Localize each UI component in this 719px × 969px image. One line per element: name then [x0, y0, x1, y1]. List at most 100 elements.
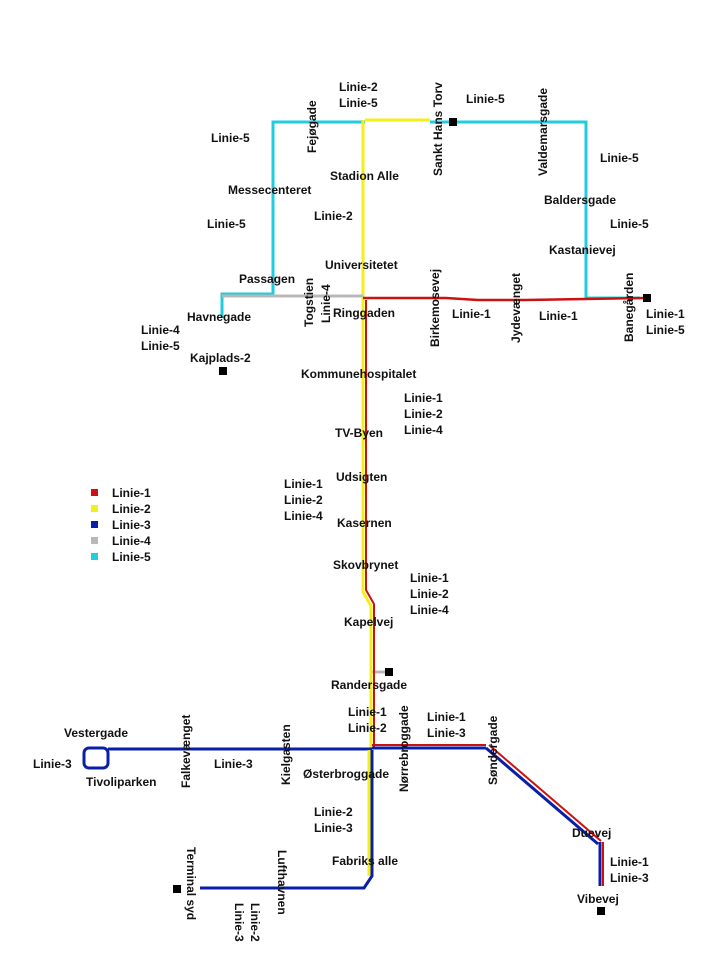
station-birkemosevej[interactable]: Birkemosevej — [428, 269, 442, 347]
station-skovbrynet[interactable]: Skovbrynet — [333, 558, 398, 572]
terminal-kajplads2[interactable] — [219, 367, 227, 375]
annotation-linie4: Linie-4 — [319, 284, 333, 323]
linie3-tivoli-loop — [82, 746, 110, 770]
annotation-linie1: Linie-1 — [452, 307, 491, 321]
line-annotations: Linie-2 Linie-5 Linie-5 Linie-5 Linie-5 … — [33, 80, 685, 942]
station-stadion-alle[interactable]: Stadion Alle — [330, 169, 399, 183]
station-osterbroggade[interactable]: Østerbroggade — [303, 767, 389, 781]
annotation-linie1: Linie-1 — [646, 307, 685, 321]
terminal-banegaarden[interactable] — [643, 294, 651, 302]
annotation-linie3: Linie-3 — [427, 726, 466, 740]
station-vestergade[interactable]: Vestergade — [64, 726, 128, 740]
annotation-linie1: Linie-1 — [410, 571, 449, 585]
terminal-sankt-hans-torv[interactable] — [449, 118, 457, 126]
annotation-linie5: Linie-5 — [207, 217, 246, 231]
station-sankt-hans-torv[interactable]: Sankt Hans Torv — [431, 82, 445, 176]
station-kielgasten[interactable]: Kielgasten — [279, 724, 293, 785]
legend-swatch-linie1 — [91, 489, 98, 496]
annotation-linie1: Linie-1 — [404, 391, 443, 405]
station-tv-byen[interactable]: TV-Byen — [335, 426, 383, 440]
annotation-linie3: Linie-3 — [610, 871, 649, 885]
station-fabriks-alle[interactable]: Fabriks alle — [332, 854, 398, 868]
linie1-track-diagonal — [488, 744, 602, 842]
station-norrebroggade[interactable]: Nørrebroggade — [397, 705, 411, 792]
annotation-linie1: Linie-1 — [610, 855, 649, 869]
station-ringgaden[interactable]: Ringgaden — [333, 306, 395, 320]
annotation-linie1: Linie-1 — [284, 477, 323, 491]
station-jydevaenget[interactable]: Jydevænget — [509, 273, 523, 343]
station-terminal-syd[interactable]: Terminal syd — [184, 847, 198, 920]
annotation-linie2: Linie-2 — [404, 407, 443, 421]
station-kasernen[interactable]: Kasernen — [337, 516, 392, 530]
annotation-linie4: Linie-4 — [404, 423, 443, 437]
station-udsigten[interactable]: Udsigten — [336, 470, 387, 484]
annotation-linie5: Linie-5 — [646, 323, 685, 337]
station-valdemarsgade[interactable]: Valdemarsgade — [536, 88, 550, 176]
station-messecenteret[interactable]: Messecenteret — [228, 183, 311, 197]
terminal-vibevej[interactable] — [597, 907, 605, 915]
annotation-linie3: Linie-3 — [214, 757, 253, 771]
linie5-track-east — [430, 120, 640, 300]
linie5-track-west — [220, 120, 365, 318]
station-lufthavnen[interactable]: Lufthavnen — [275, 850, 289, 915]
station-sondergade[interactable]: Søndergade — [486, 715, 500, 785]
annotation-linie5: Linie-5 — [610, 217, 649, 231]
station-fejogade[interactable]: Fejøgade — [305, 100, 319, 153]
annotation-linie3: Linie-3 — [314, 821, 353, 835]
annotation-linie1: Linie-1 — [348, 705, 387, 719]
station-labels: Stadion Alle Messecenteret Baldersgade K… — [64, 169, 619, 906]
linie2-trunk — [361, 300, 373, 748]
annotation-linie2: Linie-2 — [348, 721, 387, 735]
station-kommunehospitalet[interactable]: Kommunehospitalet — [301, 367, 416, 381]
annotation-linie5: Linie-5 — [339, 96, 378, 110]
station-baldersgade[interactable]: Baldersgade — [544, 193, 616, 207]
linie1-track-east — [363, 296, 647, 302]
station-tivoliparken[interactable]: Tivoliparken — [86, 775, 156, 789]
annotation-linie2: Linie-2 — [410, 587, 449, 601]
annotation-linie3: Linie-3 — [33, 757, 72, 771]
legend-swatch-linie2 — [91, 505, 98, 512]
station-randersgade[interactable]: Randersgade — [331, 678, 407, 692]
terminals — [173, 118, 651, 915]
annotation-linie2: Linie-2 — [314, 805, 353, 819]
annotation-linie5: Linie-5 — [600, 151, 639, 165]
annotation-linie4: Linie-4 — [410, 603, 449, 617]
linie3-track-diagonal — [485, 746, 599, 846]
annotation-linie1: Linie-1 — [539, 309, 578, 323]
annotation-linie2: Linie-2 — [284, 493, 323, 507]
station-kajplads2[interactable]: Kajplads-2 — [190, 351, 251, 365]
station-falkevaenget[interactable]: Falkevænget — [179, 715, 193, 788]
legend-label-linie2: Linie-2 — [112, 502, 151, 516]
legend-label-linie1: Linie-1 — [112, 486, 151, 500]
station-havnegade[interactable]: Havnegade — [187, 310, 251, 324]
station-duevej[interactable]: Duevej — [572, 826, 611, 840]
annotation-linie2: Linie-2 — [314, 209, 353, 223]
linie3-track-south — [200, 750, 374, 890]
vertical-station-labels: Fejøgade Sankt Hans Torv Valdemarsgade T… — [179, 82, 636, 920]
legend-label-linie5: Linie-5 — [112, 550, 151, 564]
legend: Linie-1 Linie-2 Linie-3 Linie-4 Linie-5 — [91, 486, 151, 564]
legend-swatch-linie5 — [91, 553, 98, 560]
legend-swatch-linie3 — [91, 521, 98, 528]
terminal-terminal-syd[interactable] — [173, 885, 181, 893]
annotation-linie2: Linie-2 — [248, 903, 262, 942]
station-passagen[interactable]: Passagen — [239, 272, 295, 286]
legend-swatch-linie4 — [91, 537, 98, 544]
annotation-linie5: Linie-5 — [466, 92, 505, 106]
station-kastanievej[interactable]: Kastanievej — [549, 243, 616, 257]
track-lines — [82, 118, 647, 890]
annotation-linie2: Linie-2 — [339, 80, 378, 94]
legend-label-linie4: Linie-4 — [112, 534, 151, 548]
annotation-linie5: Linie-5 — [141, 339, 180, 353]
linie1-trunk — [365, 300, 375, 748]
station-universitetet[interactable]: Universitetet — [325, 258, 398, 272]
legend-label-linie3: Linie-3 — [112, 518, 151, 532]
station-vibevej[interactable]: Vibevej — [577, 892, 619, 906]
station-banegaarden[interactable]: Banegården — [622, 273, 636, 342]
station-kapelvej[interactable]: Kapelvej — [344, 615, 393, 629]
annotation-linie4: Linie-4 — [284, 509, 323, 523]
terminal-randersgade[interactable] — [385, 668, 393, 676]
annotation-linie3: Linie-3 — [232, 903, 246, 942]
station-togstien[interactable]: Togstien — [302, 278, 316, 327]
